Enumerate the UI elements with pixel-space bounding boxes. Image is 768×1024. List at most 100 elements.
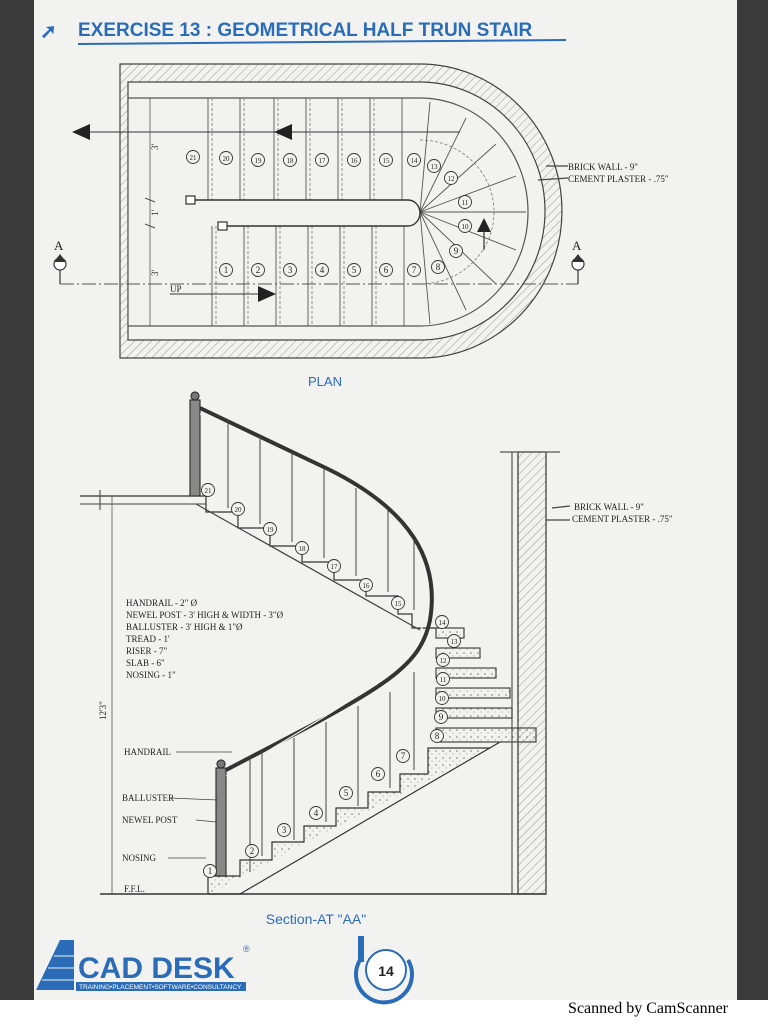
section-step-circle bbox=[436, 653, 450, 667]
plan-step-circle bbox=[283, 263, 297, 277]
page-number: 14 bbox=[378, 963, 394, 979]
section-step-circle bbox=[435, 615, 449, 629]
cad-desk-logo: CAD DESK ® TRAINING•PLACEMENT•SOFTWARE•C… bbox=[36, 940, 250, 991]
section-step-number: 15 bbox=[395, 600, 403, 608]
plan-step-number: 17 bbox=[319, 157, 327, 165]
plan-step-number: 9 bbox=[454, 246, 459, 256]
callout-handrail: HANDRAIL bbox=[124, 747, 171, 757]
plan-step-number: 15 bbox=[383, 157, 391, 165]
section-step-number: 1 bbox=[208, 866, 213, 876]
section-step-circle bbox=[359, 578, 373, 592]
logo-mark-icon bbox=[36, 940, 74, 990]
section-step-number: 7 bbox=[401, 751, 406, 761]
plan-step-number: 20 bbox=[223, 155, 231, 163]
plan-step-circle bbox=[186, 150, 200, 164]
section-brick-wall-label: BRICK WALL - 9" bbox=[574, 502, 644, 512]
spec-handrail: HANDRAIL - 2" Ø bbox=[126, 598, 198, 608]
plan-step-number: 10 bbox=[462, 223, 470, 231]
plan-step-circle bbox=[407, 153, 421, 167]
plan-step-number: 6 bbox=[384, 265, 389, 275]
plan-step-number: 3 bbox=[288, 265, 293, 275]
page-title: EXERCISE 13 : GEOMETRICAL HALF TRUN STAI… bbox=[78, 20, 533, 41]
section-step-number: 5 bbox=[344, 788, 349, 798]
callout-balluster: BALLUSTER bbox=[122, 793, 174, 803]
header: ➚ EXERCISE 13 : GEOMETRICAL HALF TRUN ST… bbox=[40, 20, 567, 45]
logo-text: CAD DESK bbox=[78, 952, 235, 985]
section-step-number: 18 bbox=[299, 545, 307, 553]
plan-step-circle bbox=[379, 263, 393, 277]
spec-list: HANDRAIL - 2" Ø NEWEL POST - 3' HIGH & W… bbox=[126, 598, 284, 680]
plan-plaster-label: CEMENT PLASTER - .75" bbox=[568, 174, 669, 184]
plan-step-circle bbox=[407, 263, 421, 277]
plan-dim-bottom: 3' bbox=[150, 270, 160, 277]
logo-registered: ® bbox=[243, 944, 250, 954]
section-step-circle bbox=[201, 483, 215, 497]
section-step-circle bbox=[203, 864, 217, 878]
callout-ffl: F.F.L. bbox=[124, 884, 145, 894]
plan-step-number: 4 bbox=[320, 265, 325, 275]
plan-drawing bbox=[53, 63, 585, 359]
section-step-circle bbox=[309, 806, 323, 820]
plan-step-number: 16 bbox=[351, 157, 359, 165]
plan-step-circle bbox=[219, 151, 233, 165]
plan-step-number: 7 bbox=[412, 265, 417, 275]
spec-newel-post: NEWEL POST - 3' HIGH & WIDTH - 3"Ø bbox=[126, 610, 284, 620]
section-step-number: 14 bbox=[439, 619, 447, 627]
section-step-circle bbox=[245, 844, 259, 858]
logo-tagline: TRAINING•PLACEMENT•SOFTWARE•CONSULTANCY bbox=[79, 984, 242, 991]
plan-step-circle bbox=[251, 263, 265, 277]
section-step-number: 20 bbox=[235, 506, 243, 514]
plan-step-circle bbox=[315, 153, 329, 167]
section-step-circle bbox=[327, 559, 341, 573]
plan-step-circle bbox=[458, 219, 472, 233]
plan-step-number: 21 bbox=[190, 154, 198, 162]
scanner-watermark: Scanned by CamScanner bbox=[568, 1000, 728, 1017]
section-step-circle bbox=[435, 691, 449, 705]
section-step-number: 4 bbox=[314, 808, 319, 818]
section-step-circle bbox=[339, 786, 353, 800]
section-step-number: 3 bbox=[282, 825, 287, 835]
section-step-number: 11 bbox=[440, 676, 447, 684]
section-step-circle bbox=[263, 522, 277, 536]
section-step-circle bbox=[396, 749, 410, 763]
plan-up-label: UP bbox=[170, 284, 182, 294]
arrow-icon: ➚ bbox=[40, 21, 57, 43]
plan-step-circle bbox=[444, 171, 458, 185]
plan-step-circle bbox=[427, 159, 441, 173]
section-step-number: 17 bbox=[331, 563, 339, 571]
plan-step-circle bbox=[219, 263, 233, 277]
plan-brick-wall-label: BRICK WALL - 9" bbox=[568, 162, 638, 172]
plan-caption: PLAN bbox=[308, 374, 342, 389]
scan-border-left bbox=[0, 0, 34, 1000]
section-step-number: 16 bbox=[363, 582, 371, 590]
section-labels: BRICK WALL - 9" CEMENT PLASTER - .75" HA… bbox=[98, 502, 673, 927]
plan-section-mark-right: A bbox=[572, 238, 582, 253]
section-step-number: 9 bbox=[439, 712, 444, 722]
plan-section-mark-left: A bbox=[54, 238, 64, 253]
section-step-circle bbox=[231, 502, 245, 516]
plan-step-circle bbox=[251, 153, 265, 167]
plan-step-circle bbox=[315, 263, 329, 277]
plan-dim-mid: 1' bbox=[150, 210, 160, 217]
scan-border-right bbox=[737, 0, 768, 1000]
plan-step-number: 5 bbox=[352, 265, 357, 275]
section-step-circle bbox=[434, 710, 448, 724]
plan-step-number: 18 bbox=[287, 157, 295, 165]
plan-step-circle bbox=[347, 153, 361, 167]
plan-step-number: 19 bbox=[255, 157, 263, 165]
plan-step-number: 14 bbox=[411, 157, 419, 165]
plan-step-number: 2 bbox=[256, 265, 261, 275]
plan-step-number: 12 bbox=[448, 175, 456, 183]
section-caption: Section-AT "AA" bbox=[266, 911, 366, 927]
plan-step-circle bbox=[283, 153, 297, 167]
plan-dim-top: 3' bbox=[150, 144, 160, 151]
section-step-number: 19 bbox=[267, 526, 275, 534]
page-badge: 14 bbox=[354, 936, 414, 1005]
section-step-circle bbox=[430, 729, 444, 743]
plan-step-circle bbox=[458, 195, 472, 209]
spec-slab: SLAB - 6" bbox=[126, 658, 165, 668]
plan-step-number: 1 bbox=[224, 265, 229, 275]
